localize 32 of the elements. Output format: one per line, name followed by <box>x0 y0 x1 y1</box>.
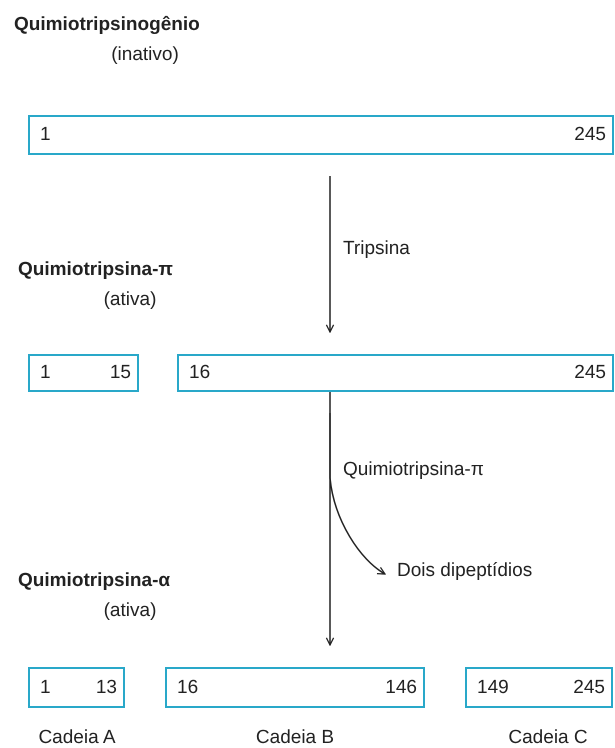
activity-note: (ativa) <box>104 289 156 311</box>
peptide-chain-box <box>465 667 613 708</box>
residue-number: 1 <box>40 124 51 146</box>
peptide-chain-box <box>165 667 425 708</box>
enzyme-name: Quimiotripsina-π <box>18 259 173 281</box>
residue-number: 149 <box>477 676 509 698</box>
edge-label: Quimiotripsina-π <box>341 459 486 481</box>
activity-note: (inativo) <box>111 44 179 66</box>
activity-note: (ativa) <box>104 600 156 622</box>
enzyme-name: Quimiotripsina-α <box>18 570 170 592</box>
residue-number: 13 <box>96 676 117 698</box>
peptide-chain-box <box>28 115 614 155</box>
arrow <box>326 176 334 333</box>
chain-label: Cadeia C <box>508 727 588 748</box>
residue-number: 245 <box>574 124 606 146</box>
peptide-chain-box <box>28 354 139 392</box>
chain-label: Cadeia B <box>256 727 334 748</box>
residue-number: 245 <box>574 362 606 384</box>
peptide-chain-box <box>28 667 125 708</box>
product-label: Dois dipeptídios <box>397 560 532 582</box>
peptide-chain-box <box>177 354 614 392</box>
residue-number: 245 <box>573 676 605 698</box>
chain-label: Cadeia A <box>38 727 116 748</box>
residue-number: 15 <box>110 362 131 384</box>
residue-number: 1 <box>40 676 51 698</box>
residue-number: 16 <box>189 362 210 384</box>
residue-number: 146 <box>385 676 417 698</box>
enzyme-name: Quimiotripsinogênio <box>14 14 200 36</box>
residue-number: 16 <box>177 676 198 698</box>
residue-number: 1 <box>40 362 51 384</box>
arrow <box>329 392 386 575</box>
edge-label: Tripsina <box>341 238 412 260</box>
